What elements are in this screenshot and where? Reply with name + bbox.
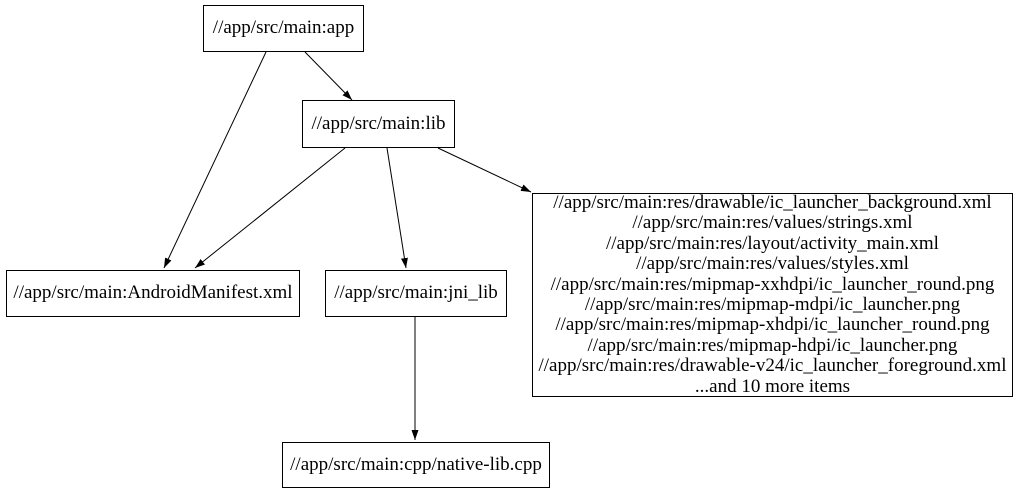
node-app-label: //app/src/main:app bbox=[212, 17, 355, 39]
node-native-lib-cpp: //app/src/main:cpp/native-lib.cpp bbox=[282, 442, 550, 488]
edge-lib-to-manifest bbox=[194, 147, 346, 269]
node-lib-label: //app/src/main:lib bbox=[311, 112, 446, 134]
node-jni-lib-label: //app/src/main:jni_lib bbox=[334, 282, 498, 304]
edge-lib-to-jni-lib bbox=[386, 147, 408, 269]
edge-lib-to-res-files bbox=[437, 147, 532, 193]
node-android-manifest-label: //app/src/main:AndroidManifest.xml bbox=[13, 282, 293, 304]
node-native-lib-cpp-label: //app/src/main:cpp/native-lib.cpp bbox=[290, 453, 542, 475]
edge-app-to-manifest bbox=[163, 51, 267, 269]
node-res-files-label: //app/src/main:res/drawable/ic_launcher_… bbox=[538, 191, 1007, 397]
node-android-manifest: //app/src/main:AndroidManifest.xml bbox=[6, 270, 300, 317]
node-res-files: //app/src/main:res/drawable/ic_launcher_… bbox=[532, 191, 1013, 397]
node-app: //app/src/main:app bbox=[203, 5, 364, 52]
node-lib: //app/src/main:lib bbox=[302, 100, 455, 148]
edge-app-to-lib bbox=[304, 51, 353, 101]
node-jni-lib: //app/src/main:jni_lib bbox=[325, 270, 507, 317]
